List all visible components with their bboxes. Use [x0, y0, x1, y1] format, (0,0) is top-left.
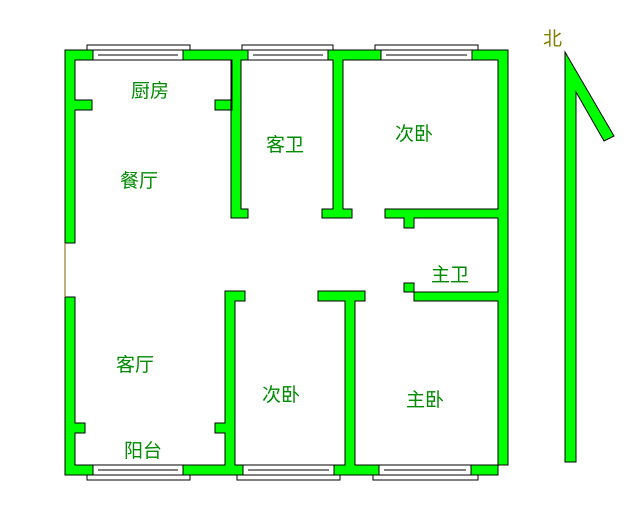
room-label-balcony: 阳台	[124, 440, 163, 462]
room-label-bedroom-ne: 次卧	[395, 123, 434, 145]
room-label-bedroom-s: 次卧	[262, 384, 301, 406]
room-label-kitchen: 厨房	[131, 80, 170, 102]
room-label-dining: 餐厅	[120, 170, 159, 192]
room-label-master-bedroom: 主卧	[406, 389, 445, 411]
window-top-2	[241, 44, 334, 61]
north-label: 北	[543, 28, 563, 50]
room-label-living: 客厅	[116, 354, 155, 376]
window-bottom-1	[86, 464, 191, 481]
room-label-guest-bath: 客卫	[266, 134, 305, 156]
north-arrow-icon	[564, 50, 615, 463]
window-bottom-2	[236, 464, 341, 481]
walls	[64, 49, 509, 476]
window-top-1	[86, 44, 191, 61]
window-bottom-3	[372, 464, 479, 481]
room-label-master-bath: 主卫	[431, 264, 470, 286]
window-top-3	[374, 44, 479, 61]
